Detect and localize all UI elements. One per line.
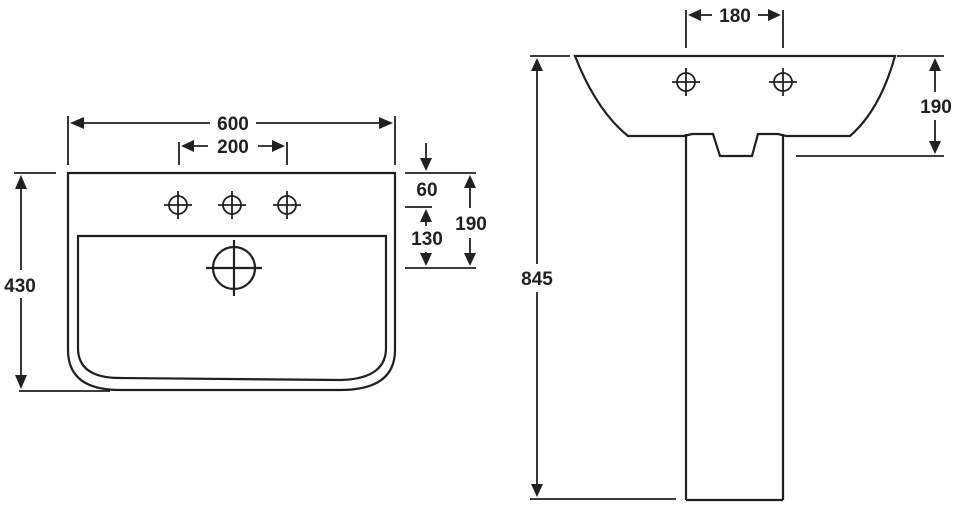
side-basin-height-dimension: [796, 55, 944, 157]
side-overall-height-label: 845: [521, 269, 553, 290]
basin-bowl-outline: [76, 234, 388, 382]
waste-outlet-icon: [206, 240, 262, 296]
plan-tap-to-bowl-label: 130: [411, 229, 443, 250]
plan-view: 600 200 430: [4, 114, 487, 392]
tap-hole-icon: [671, 67, 701, 97]
side-basin-height-label: 190: [920, 97, 952, 118]
side-overall-height-dimension: [530, 55, 676, 500]
basin-side-outline: [573, 54, 897, 158]
tap-hole-icon: [768, 67, 798, 97]
side-view: 180 190 845: [521, 6, 952, 502]
plan-rim-to-tap-label: 60: [416, 180, 437, 201]
basin-outer-outline: [66, 171, 397, 392]
plan-tap-spacing-label: 200: [217, 137, 249, 158]
tap-hole-icon: [272, 190, 302, 220]
plan-rim-depth-label: 190: [455, 214, 487, 235]
plan-width-label: 600: [217, 114, 249, 135]
tap-hole-icon: [217, 190, 247, 220]
tap-hole-icon: [163, 190, 193, 220]
plan-depth-dimension: [14, 172, 110, 392]
plan-depth-detail-dimensions: [405, 143, 476, 269]
pedestal-outline: [684, 134, 785, 502]
plan-depth-label: 430: [4, 276, 36, 297]
side-tap-spacing-dimension: [685, 9, 784, 48]
side-tap-spacing-label: 180: [719, 6, 751, 27]
plan-tap-spacing-dimension: [178, 140, 288, 165]
plan-width-dimension: [67, 116, 396, 165]
